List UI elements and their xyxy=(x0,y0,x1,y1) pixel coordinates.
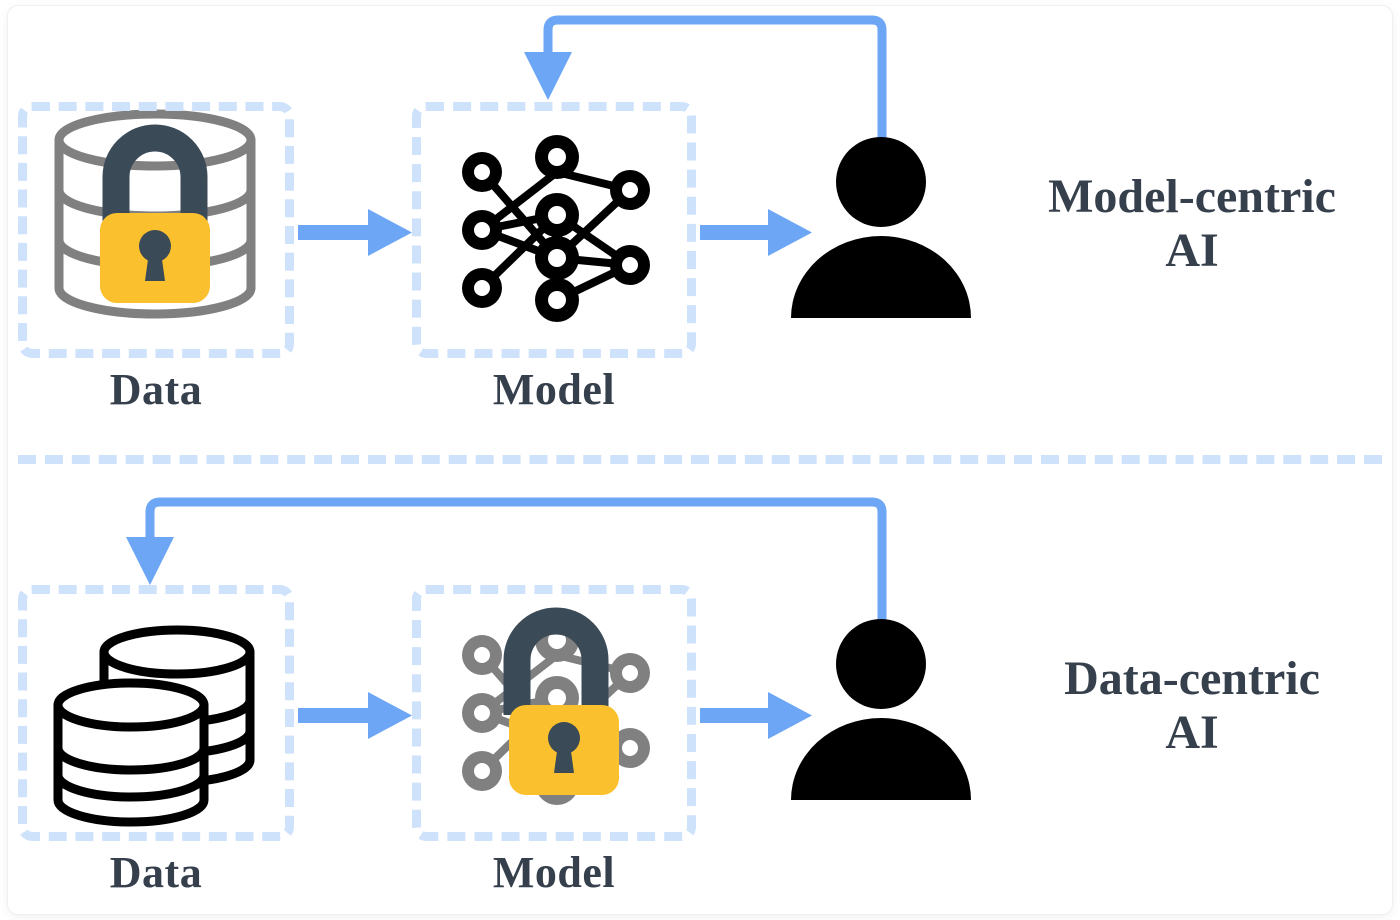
data-label-top: Data xyxy=(109,365,203,414)
data-label-bottom: Data xyxy=(109,848,203,897)
model-label-top: Model xyxy=(492,365,616,414)
model-label-bottom: Model xyxy=(492,848,616,897)
row-title-data-centric: Data-centric AI xyxy=(992,652,1392,760)
row-title-line1: Data-centric xyxy=(1064,652,1320,705)
row-title-model-centric: Model-centric AI xyxy=(992,170,1392,278)
data-box-bottom xyxy=(18,585,294,841)
row-title-line2: AI xyxy=(1165,705,1219,759)
row-title-line2: AI xyxy=(1165,223,1219,277)
data-box-top xyxy=(18,102,294,358)
row-divider xyxy=(18,455,1382,464)
model-box-top xyxy=(412,102,696,358)
row-title-line1: Model-centric xyxy=(1048,170,1336,223)
model-box-bottom xyxy=(412,585,696,841)
